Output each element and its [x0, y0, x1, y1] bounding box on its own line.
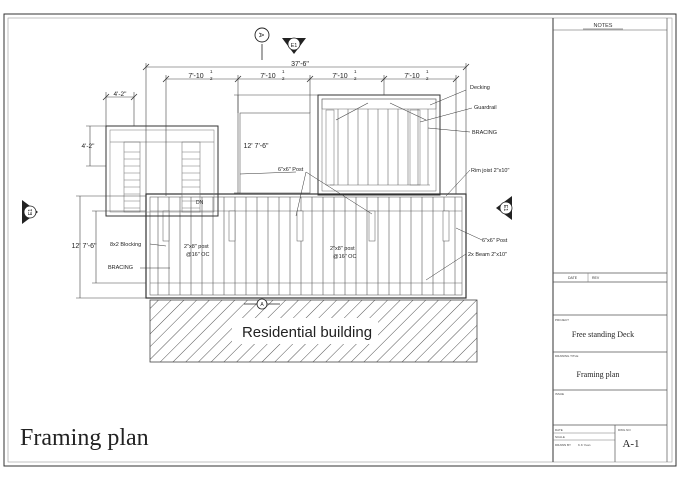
label-post-2x8-left: 2"x8" post — [184, 244, 209, 250]
main-deck-frame — [145, 193, 467, 299]
dim-bay-2-frac-num: 1 — [282, 69, 285, 74]
post-block — [368, 210, 376, 242]
date-short-label: DATE — [555, 428, 563, 432]
project-label: PROJECT — [555, 318, 569, 322]
section-marker-left-e1-label: E1 — [28, 209, 34, 216]
dim-upper-depth: 12' 7'-6" — [243, 143, 269, 150]
dim-bay-4: 7'-10 1 2 — [404, 69, 429, 81]
label-bracing-upper: BRACING — [472, 130, 497, 136]
section-marker-right-e1-label: E1 — [502, 205, 508, 212]
dim-bay-1-frac-den: 2 — [210, 76, 213, 81]
scale-label: SCALE — [555, 435, 565, 439]
issue-label: ISSUE — [555, 392, 564, 396]
dimension-ticks — [102, 63, 470, 101]
post-block — [296, 210, 304, 242]
dim-bay-3-text: 7'-10 — [332, 73, 347, 80]
label-post-2x8-right: 2"x8" post — [330, 246, 355, 252]
dim-bay-3-frac-num: 1 — [354, 69, 357, 74]
project-name: Free standing Deck — [572, 330, 634, 339]
dim-bay-4-frac-num: 1 — [426, 69, 429, 74]
date-label: DATE — [568, 276, 578, 280]
section-marker-left-e1: E1 — [22, 200, 38, 224]
drawing-title: Framing plan — [20, 425, 149, 451]
drawing-title-label: DRAWING TITLE — [555, 354, 578, 358]
upper-deck — [239, 94, 441, 196]
section-marker-bottom-a: A — [244, 298, 280, 310]
section-marker-top-a-label: A — [257, 33, 264, 38]
dim-bay-1-frac-num: 1 — [210, 69, 213, 74]
section-marker-bottom-a-label: A — [260, 302, 264, 308]
dim-stair-depth: 4'-2" — [82, 143, 96, 150]
dwg-label: DWG NO — [618, 428, 631, 432]
dim-stair-width: 4'-2" — [114, 91, 128, 98]
post-block — [442, 210, 450, 242]
leader-lines — [140, 89, 483, 281]
rev-label: REV — [592, 276, 600, 280]
label-guardrail: Guardrail — [474, 105, 497, 111]
dim-bay-2-text: 7'-10 — [260, 73, 275, 80]
section-marker-top-e1-label: E1 — [291, 43, 298, 49]
section-marker-top-a: A — [254, 27, 270, 60]
sheet-number: A-1 — [622, 438, 639, 450]
section-marker-top-e1: E1 — [282, 37, 306, 54]
drawing-title-value: Framing plan — [577, 370, 620, 379]
drawn-by-value: K.K Yuan — [578, 443, 591, 447]
label-post-6x6-right: 6"x6" Post — [482, 238, 508, 244]
label-decking: Decking — [470, 85, 490, 91]
dim-bay-2: 7'-10 1 2 — [260, 69, 285, 81]
dim-bay-2-frac-den: 2 — [282, 76, 285, 81]
label-rim-joist: Rim joist 2"x10" — [471, 168, 509, 174]
label-beam: 2x Beam 2"x10" — [468, 252, 507, 258]
post-block — [162, 210, 170, 242]
notes-heading: NOTES — [594, 23, 613, 29]
dim-bay-4-frac-den: 2 — [426, 76, 429, 81]
sheet-border — [3, 13, 677, 467]
stair — [105, 125, 219, 217]
dim-bay-3-frac-den: 2 — [354, 76, 357, 81]
building-label: Residential building — [242, 324, 372, 341]
dimension-lines — [76, 63, 467, 299]
building-label-bg — [232, 318, 378, 344]
dim-bay-4-text: 7'-10 — [404, 73, 419, 80]
dim-lower-depth: 12' 7'-6" — [71, 243, 97, 250]
sheet-inner-border — [7, 17, 673, 463]
dim-bay-3: 7'-10 1 2 — [332, 69, 357, 81]
post-block — [228, 210, 236, 242]
label-post-2x8-left-oc: @16" OC — [186, 252, 209, 258]
label-post-6x6-upper: 6"x6" Post — [278, 167, 304, 173]
drawn-by-label: DRAWN BY — [555, 443, 571, 447]
label-post-2x8-right-oc: @16" OC — [333, 254, 356, 260]
section-marker-right-e1: E1 — [496, 196, 513, 220]
label-blocking: 8x2 Blocking — [110, 242, 141, 248]
dim-overall-width: 37'-6" — [291, 61, 309, 68]
label-dn: DN — [196, 200, 204, 206]
title-block: NOTES DATE REV PROJECT Free standing Dec… — [552, 18, 668, 462]
label-bracing-lower: BRACING — [108, 265, 133, 271]
dim-bay-1-text: 7'-10 — [188, 73, 203, 80]
dim-bay-1: 7'-10 1 2 — [188, 69, 213, 81]
